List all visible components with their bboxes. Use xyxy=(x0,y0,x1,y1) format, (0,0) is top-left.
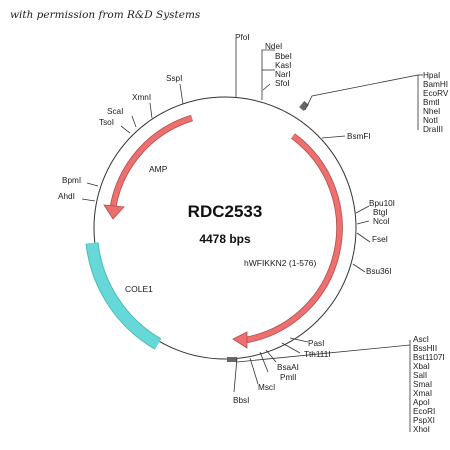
site-bsu36i: Bsu36I xyxy=(366,267,392,276)
site-bsmfi: BsmFI xyxy=(347,132,371,141)
site-nari: NarI xyxy=(275,70,290,79)
site-xmni: XmnI xyxy=(132,93,151,102)
site-noti: NotI xyxy=(423,116,438,125)
site-scai: ScaI xyxy=(107,107,123,116)
feature-hwfikkn2-arrow xyxy=(232,133,343,349)
site-pasi: PasI xyxy=(308,339,324,348)
site-bsshii: BssHII xyxy=(413,344,437,353)
feature-label-amp: AMP xyxy=(149,164,168,174)
site-ncoi: NcoI xyxy=(373,217,390,226)
feature-label-cole1: COLE1 xyxy=(125,284,153,294)
site-bpmi: BpmI xyxy=(62,176,81,185)
site-ecori: EcoRI xyxy=(413,407,435,416)
site-sali: SalI xyxy=(413,371,427,380)
site-btgi: BtgI xyxy=(373,208,388,217)
site-xbai: XbaI xyxy=(413,362,430,371)
site-bbsi: BbsI xyxy=(233,396,249,405)
site-pfoi: PfoI xyxy=(235,33,250,42)
site-bst1107i: Bst1107I xyxy=(413,353,445,362)
permission-note: with permission from R&D Systems xyxy=(10,9,201,21)
feature-label-hwfikkn2: hWFIKKN2 (1-576) xyxy=(244,258,316,268)
feature-amp-arrow xyxy=(103,114,193,220)
site-tth111i: Tth111I xyxy=(304,350,331,359)
site-ahdi: AhdI xyxy=(58,192,75,201)
site-nhei: NheI xyxy=(423,107,440,116)
leader-lines xyxy=(81,40,423,432)
site-pspxi: PspXI xyxy=(413,416,435,425)
mcs-box-bottom xyxy=(227,357,237,362)
site-sspi: SspI xyxy=(166,74,182,83)
site-hpai: HpaI xyxy=(423,71,440,80)
mcs-box-top xyxy=(299,101,309,111)
site-smai: SmaI xyxy=(413,380,432,389)
site-kasi: KasI xyxy=(275,61,291,70)
plasmid-name: RDC2533 xyxy=(188,202,263,221)
site-asci: AscI xyxy=(413,335,429,344)
site-fsei: FseI xyxy=(372,235,388,244)
site-ecorv: EcoRV xyxy=(423,89,449,98)
site-bpu10i: Bpu10I xyxy=(369,199,395,208)
site-ndei: NdeI xyxy=(265,42,282,51)
site-xmai: XmaI xyxy=(413,389,432,398)
site-draiii: DraIII xyxy=(423,125,443,134)
plasmid-backbone xyxy=(93,96,357,360)
plasmid-size: 4478 bps xyxy=(199,232,251,246)
site-bamhi: BamHI xyxy=(423,80,448,89)
site-sfoi: SfoI xyxy=(275,79,290,88)
site-bbei: BbeI xyxy=(275,52,292,61)
site-msci: MscI xyxy=(258,383,275,392)
site-xhoi: XhoI xyxy=(413,425,430,434)
site-pmli: PmlI xyxy=(280,373,296,382)
site-tsoi: TsoI xyxy=(99,118,114,127)
site-bmti: BmtI xyxy=(423,98,440,107)
site-bsaai: BsaAI xyxy=(277,363,299,372)
site-apoi: ApoI xyxy=(413,398,430,407)
feature-cole1-box xyxy=(85,242,162,350)
